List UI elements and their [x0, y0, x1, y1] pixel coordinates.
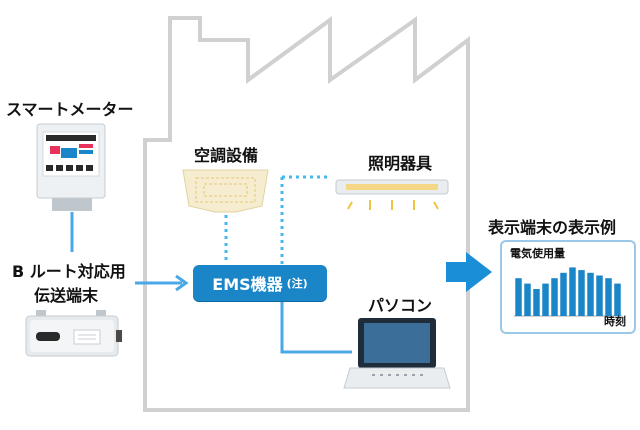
chart-bar [551, 278, 558, 316]
chart-bar [524, 283, 531, 316]
chart-bar [569, 267, 576, 316]
output-arrow [446, 252, 492, 292]
lighting-to-ems-dotted-line [280, 175, 330, 264]
chart-bar [587, 272, 594, 316]
chart-bar [560, 272, 567, 316]
chart-bar [614, 283, 621, 316]
chart-bar [515, 278, 522, 316]
chart-bar [542, 283, 549, 316]
smart-meter-icon [36, 123, 106, 211]
chart-bar [605, 278, 612, 316]
lighting-icon [335, 179, 449, 210]
display-example-label: 表示端末の表示例 [488, 218, 617, 237]
chart-xlabel: 時刻 [604, 315, 626, 328]
transmitter-to-ems-arrow [135, 274, 189, 292]
ems-label: EMS機器 [212, 275, 283, 294]
b-route-label-line2: 伝送端末 [34, 286, 99, 305]
display-example-panel: 電気使用量 時刻 [500, 240, 636, 334]
factory-outline [143, 16, 470, 412]
ems-to-pc-line [280, 302, 352, 354]
chart-bar [533, 289, 540, 316]
chart-bar [596, 275, 603, 316]
laptop-icon [343, 318, 451, 389]
lighting-label: 照明器具 [368, 154, 433, 173]
usage-chart [514, 267, 622, 317]
smart-meter-label: スマートメーター [6, 100, 134, 119]
pc-label: パソコン [368, 296, 433, 315]
chart-bar [578, 270, 585, 316]
b-route-label-line1: B ルート対応用 [12, 262, 126, 281]
air-conditioner-label: 空調設備 [194, 146, 259, 165]
transmitter-icon [25, 310, 122, 357]
chart-title: 電気使用量 [510, 247, 565, 260]
air-conditioner-icon [182, 169, 269, 213]
ems-device-box: EMS機器 (注) [193, 265, 327, 301]
ems-note: (注) [286, 277, 308, 290]
